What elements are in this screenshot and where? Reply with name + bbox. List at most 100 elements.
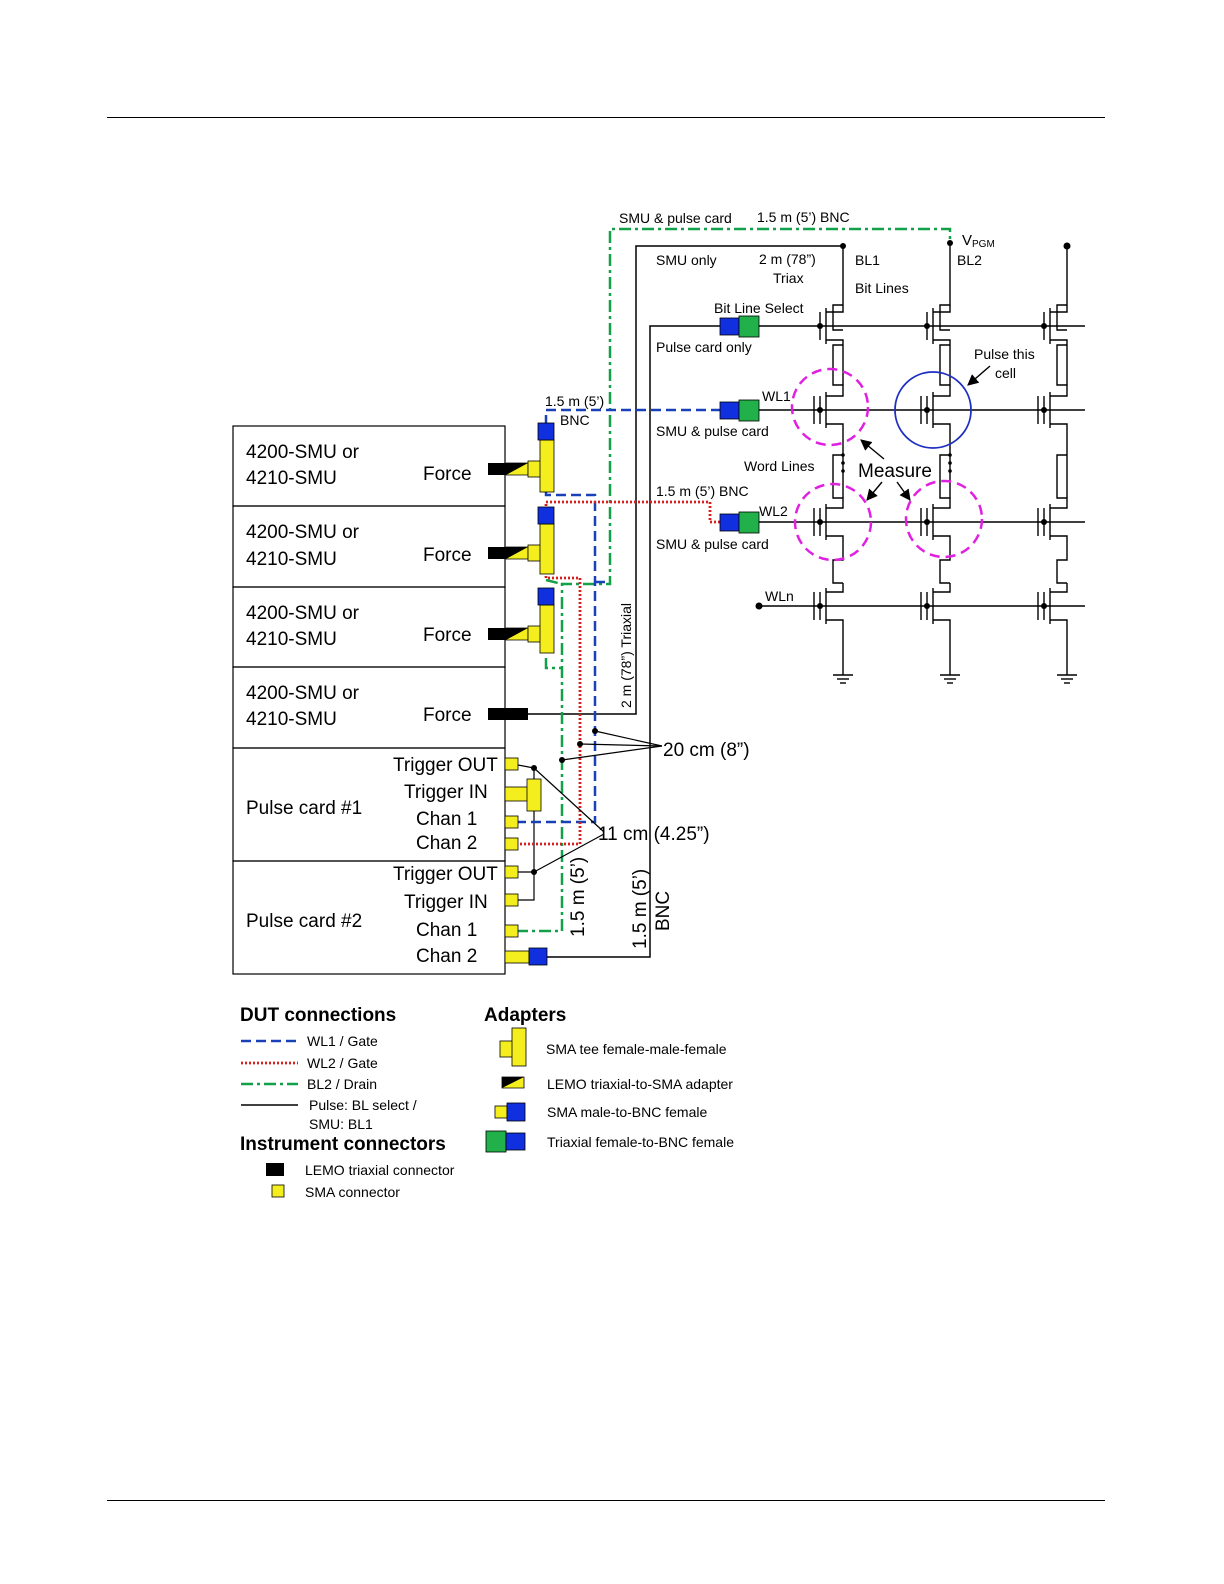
column-1-transistors [813, 305, 844, 675]
bnc-adapter-3 [537, 587, 555, 606]
label-bnc-wl1: BNC [560, 412, 590, 428]
p2-trigger-in-sma [504, 893, 519, 907]
pulse-card-box-2 [232, 860, 506, 975]
label-bnc-15m-top: 1.5 m (5’) BNC [757, 209, 850, 225]
cable-bl2-drain [516, 227, 952, 933]
legend-triax-adapter-swatch [485, 1130, 526, 1153]
column-3-transistors [1037, 305, 1068, 675]
pulse-card-labels: Pulse card #1 Trigger OUT Trigger IN Cha… [246, 755, 498, 967]
label-11cm: 11 cm (4.25”) [598, 824, 710, 845]
legend-tee-swatch [499, 1027, 527, 1067]
legend-smu-bl1: SMU: BL1 [309, 1116, 373, 1132]
smu1-line1: 4200-SMU or [246, 442, 360, 463]
cable-wl1-gate [516, 408, 722, 824]
column-2-transistors [920, 305, 951, 675]
sma-tee-3 [527, 604, 555, 654]
label-bit-lines: Bit Lines [855, 280, 909, 296]
p1-trigger-out-sma [504, 757, 519, 771]
trigger-line-a [517, 764, 535, 873]
legend-bl2-drain: BL2 / Drain [307, 1076, 377, 1092]
smu2-line1: 4200-SMU or [246, 522, 360, 543]
lemo-connector-1 [488, 462, 529, 476]
lemo-connector-3 [488, 627, 529, 641]
smu4-force: Force [423, 705, 472, 726]
legend-dut-title: DUT connections [240, 1005, 396, 1026]
bnc-adapter-2 [537, 506, 555, 525]
smu1-force: Force [423, 464, 472, 485]
label-15m-bnc-vertical-2: BNC [653, 891, 674, 931]
array-labels: VPGM BL1 BL2 Bit Lines WL1 WL2 WLn Word … [744, 232, 1035, 604]
legend-lemo-adapter: LEMO triaxial-to-SMA adapter [547, 1076, 733, 1092]
measure-circles [790, 367, 984, 562]
pulse2-trigger-in: Trigger IN [404, 892, 488, 913]
pulse1-trigger-in: Trigger IN [404, 782, 488, 803]
sma-tee-1 [527, 439, 555, 493]
label-smu-pulse-card-wl2: SMU & pulse card [656, 536, 769, 552]
cable-bl2-drain-link [545, 578, 563, 586]
annotation-arrows [860, 365, 991, 501]
ground-symbols [833, 674, 1077, 684]
bnc-adapter-1 [537, 422, 555, 441]
lemo-triax-connectors [488, 462, 529, 720]
bl2-line [939, 243, 951, 331]
smu4-line2: 4210-SMU [246, 709, 337, 730]
cable-labels: SMU & pulse card 1.5 m (5’) BNC SMU only… [545, 209, 850, 949]
legend-lemo-adapter-swatch [501, 1076, 525, 1089]
label-word-lines: Word Lines [744, 458, 815, 474]
bl3-line [1056, 246, 1068, 331]
label-smu-pulse-card-top: SMU & pulse card [619, 210, 732, 226]
label-smu-only: SMU only [656, 252, 717, 268]
legend-sma-bnc: SMA male-to-BNC female [547, 1104, 707, 1120]
legend-adapters-title: Adapters [484, 1005, 566, 1026]
pulse2-chan1: Chan 1 [416, 920, 477, 941]
label-bl2: BL2 [957, 252, 982, 268]
cable-bit-line-select [546, 325, 722, 958]
pulse2-trigger-out: Trigger OUT [393, 864, 498, 885]
legend-adapters: Adapters SMA tee female-male-female LEMO… [484, 1005, 734, 1153]
legend-pulse-bl-select: Pulse: BL select / [309, 1097, 417, 1113]
bnc-adapters-smu [537, 422, 555, 606]
pulse1-title: Pulse card #1 [246, 798, 362, 819]
pulse1-trigger-out: Trigger OUT [393, 755, 498, 776]
p1-chan1-sma [504, 815, 519, 829]
smu4-line1: 4200-SMU or [246, 683, 360, 704]
pulse-cell-circle [894, 371, 972, 449]
array-junctions [755, 240, 1071, 610]
smu1-line2: 4210-SMU [246, 468, 337, 489]
label-bl1: BL1 [855, 252, 880, 268]
label-vpgm: VPGM [962, 232, 995, 250]
legend-lemo-swatch [266, 1163, 284, 1176]
p1-chan2-sma [504, 837, 519, 851]
label-wl2: WL2 [759, 503, 788, 519]
legend-sma-tee: SMA tee female-male-female [546, 1041, 727, 1057]
label-pulse-this: Pulse this [974, 346, 1035, 362]
smu2-force: Force [423, 545, 472, 566]
header-rule [107, 117, 1105, 118]
legend-instruments: Instrument connectors LEMO triaxial conn… [240, 1134, 455, 1200]
legend-dut: DUT connections WL1 / Gate WL2 / Gate BL… [240, 1005, 417, 1132]
label-wln: WLn [765, 588, 794, 604]
trigger-line-b [518, 872, 535, 901]
cable-bl2-drain-branch [544, 658, 562, 670]
legend-triax-bnc: Triaxial female-to-BNC female [547, 1134, 734, 1150]
length-markers [533, 730, 663, 873]
label-20cm: 20 cm (8”) [663, 740, 750, 761]
p2-chan2-sma [504, 950, 530, 964]
label-measure: Measure [858, 461, 932, 482]
footer-rule [107, 1500, 1105, 1501]
legend-sma-swatch [271, 1184, 285, 1198]
array-adapters [719, 315, 760, 534]
lemo-connector-4 [488, 708, 528, 720]
label-triax-2m: 2 m (78”) [759, 251, 816, 267]
lemo-connector-2 [488, 546, 529, 560]
label-bnc-15m-wl2: 1.5 m (5’) BNC [656, 483, 749, 499]
p2-trigger-out-sma [504, 865, 519, 879]
legend-lemo: LEMO triaxial connector [305, 1162, 455, 1178]
sma-tees [504, 439, 555, 812]
label-15m-vertical: 1.5 m (5’) [568, 857, 589, 937]
bl1-line [832, 246, 844, 331]
label-triaxial-2m: 2 m (78”) Triaxial [618, 603, 634, 708]
pulse1-chan2: Chan 2 [416, 833, 477, 854]
label-15m-bnc-vertical-1: 1.5 m (5’) [630, 869, 651, 949]
